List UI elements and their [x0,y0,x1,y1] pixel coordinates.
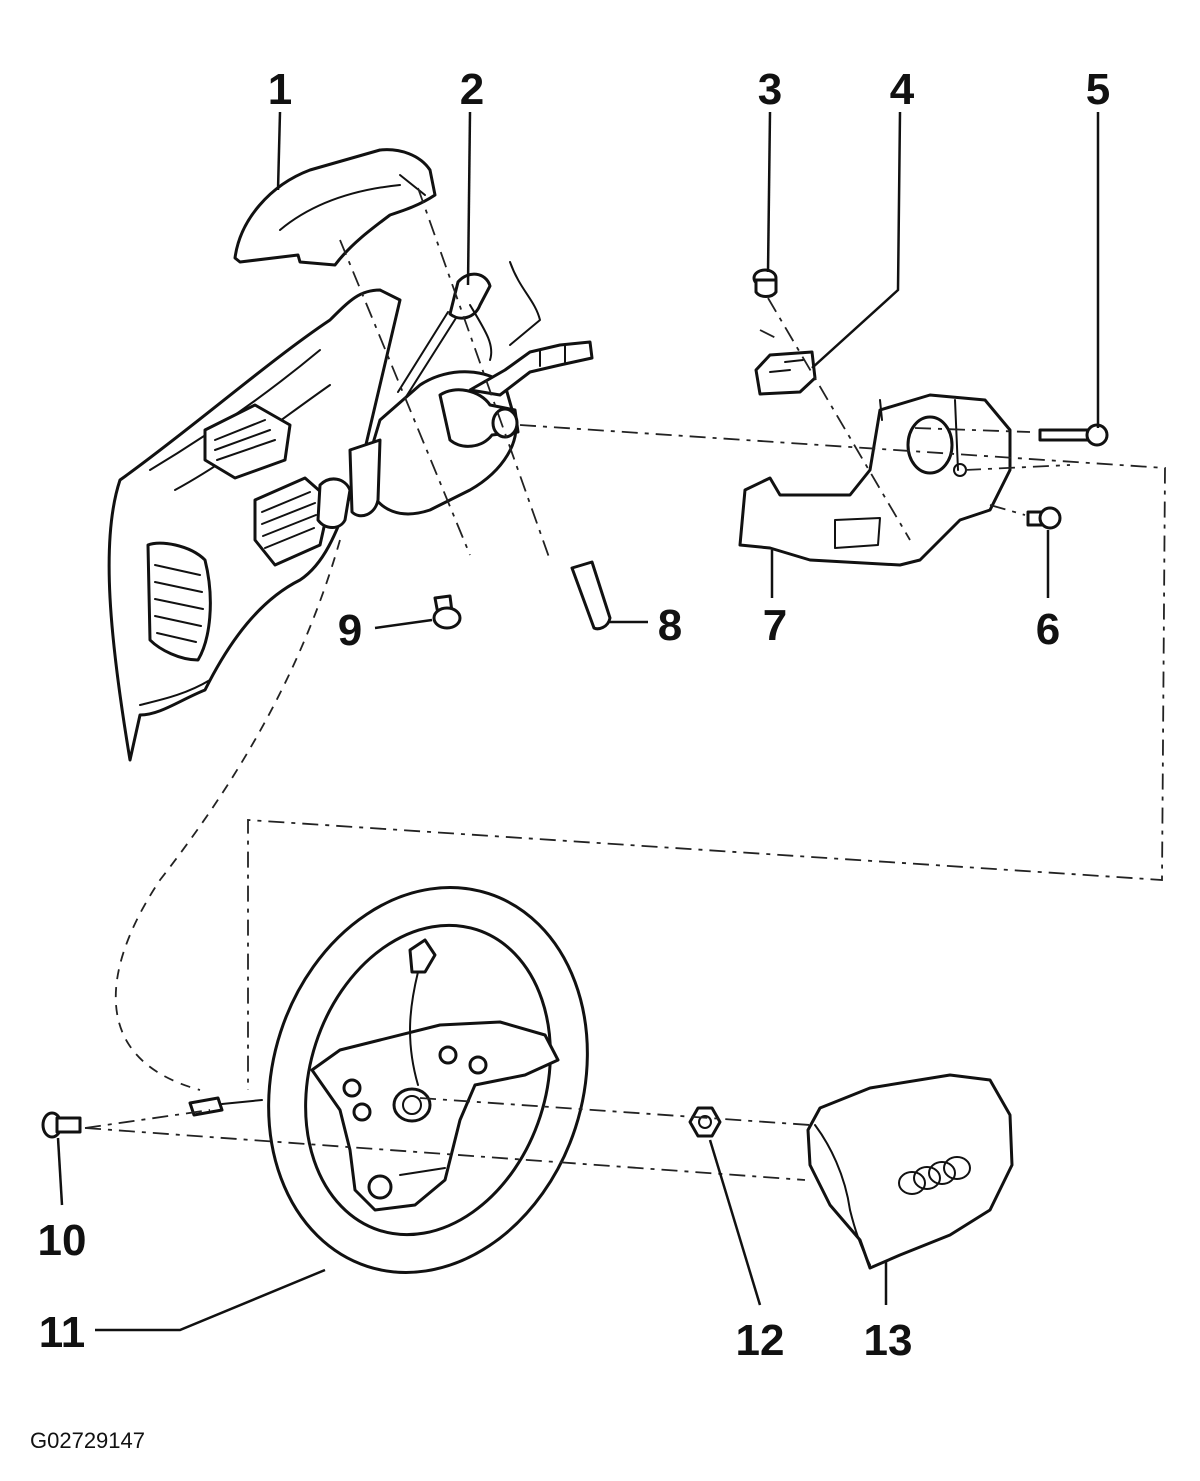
screw-3 [752,268,778,298]
center-air-vent-lower [253,476,332,567]
callout-12: 12 [736,1316,785,1365]
bolt-10 [41,1111,82,1139]
callout-2: 2 [460,65,484,114]
upper-column-trim-cover [233,148,437,267]
screw-9 [432,594,462,630]
callout-6: 6 [1036,605,1060,654]
callout-13: 13 [864,1316,913,1365]
callout-10: 10 [38,1216,87,1265]
dashboard-panel [107,288,402,762]
callout-1: 1 [268,65,292,114]
switch-4 [754,350,817,396]
callout-5: 5 [1086,65,1110,114]
callout-7: 7 [763,601,787,650]
leader-lines [56,111,1100,1332]
airbag-unit [806,1073,1014,1270]
bolt-5 [1038,423,1109,447]
callout-11: 11 [39,1308,86,1357]
screw-6 [1026,506,1062,530]
pin-8 [570,560,612,631]
figure-id: G02729147 [30,1428,145,1453]
callout-3: 3 [758,65,782,114]
four-rings-logo [898,1156,971,1195]
callout-4: 4 [890,65,915,114]
center-air-vent-upper [203,403,292,480]
column-switch-assembly [316,261,594,529]
assembly-guide-lines [84,187,1166,1181]
callout-8: 8 [658,601,682,650]
callout-labels: 1 2 3 4 5 6 7 8 9 10 11 12 13 [38,65,1111,1365]
nut-12 [688,1106,722,1138]
side-air-vent [146,541,212,662]
steering-wheel [188,886,589,1274]
callout-9: 9 [338,606,362,655]
